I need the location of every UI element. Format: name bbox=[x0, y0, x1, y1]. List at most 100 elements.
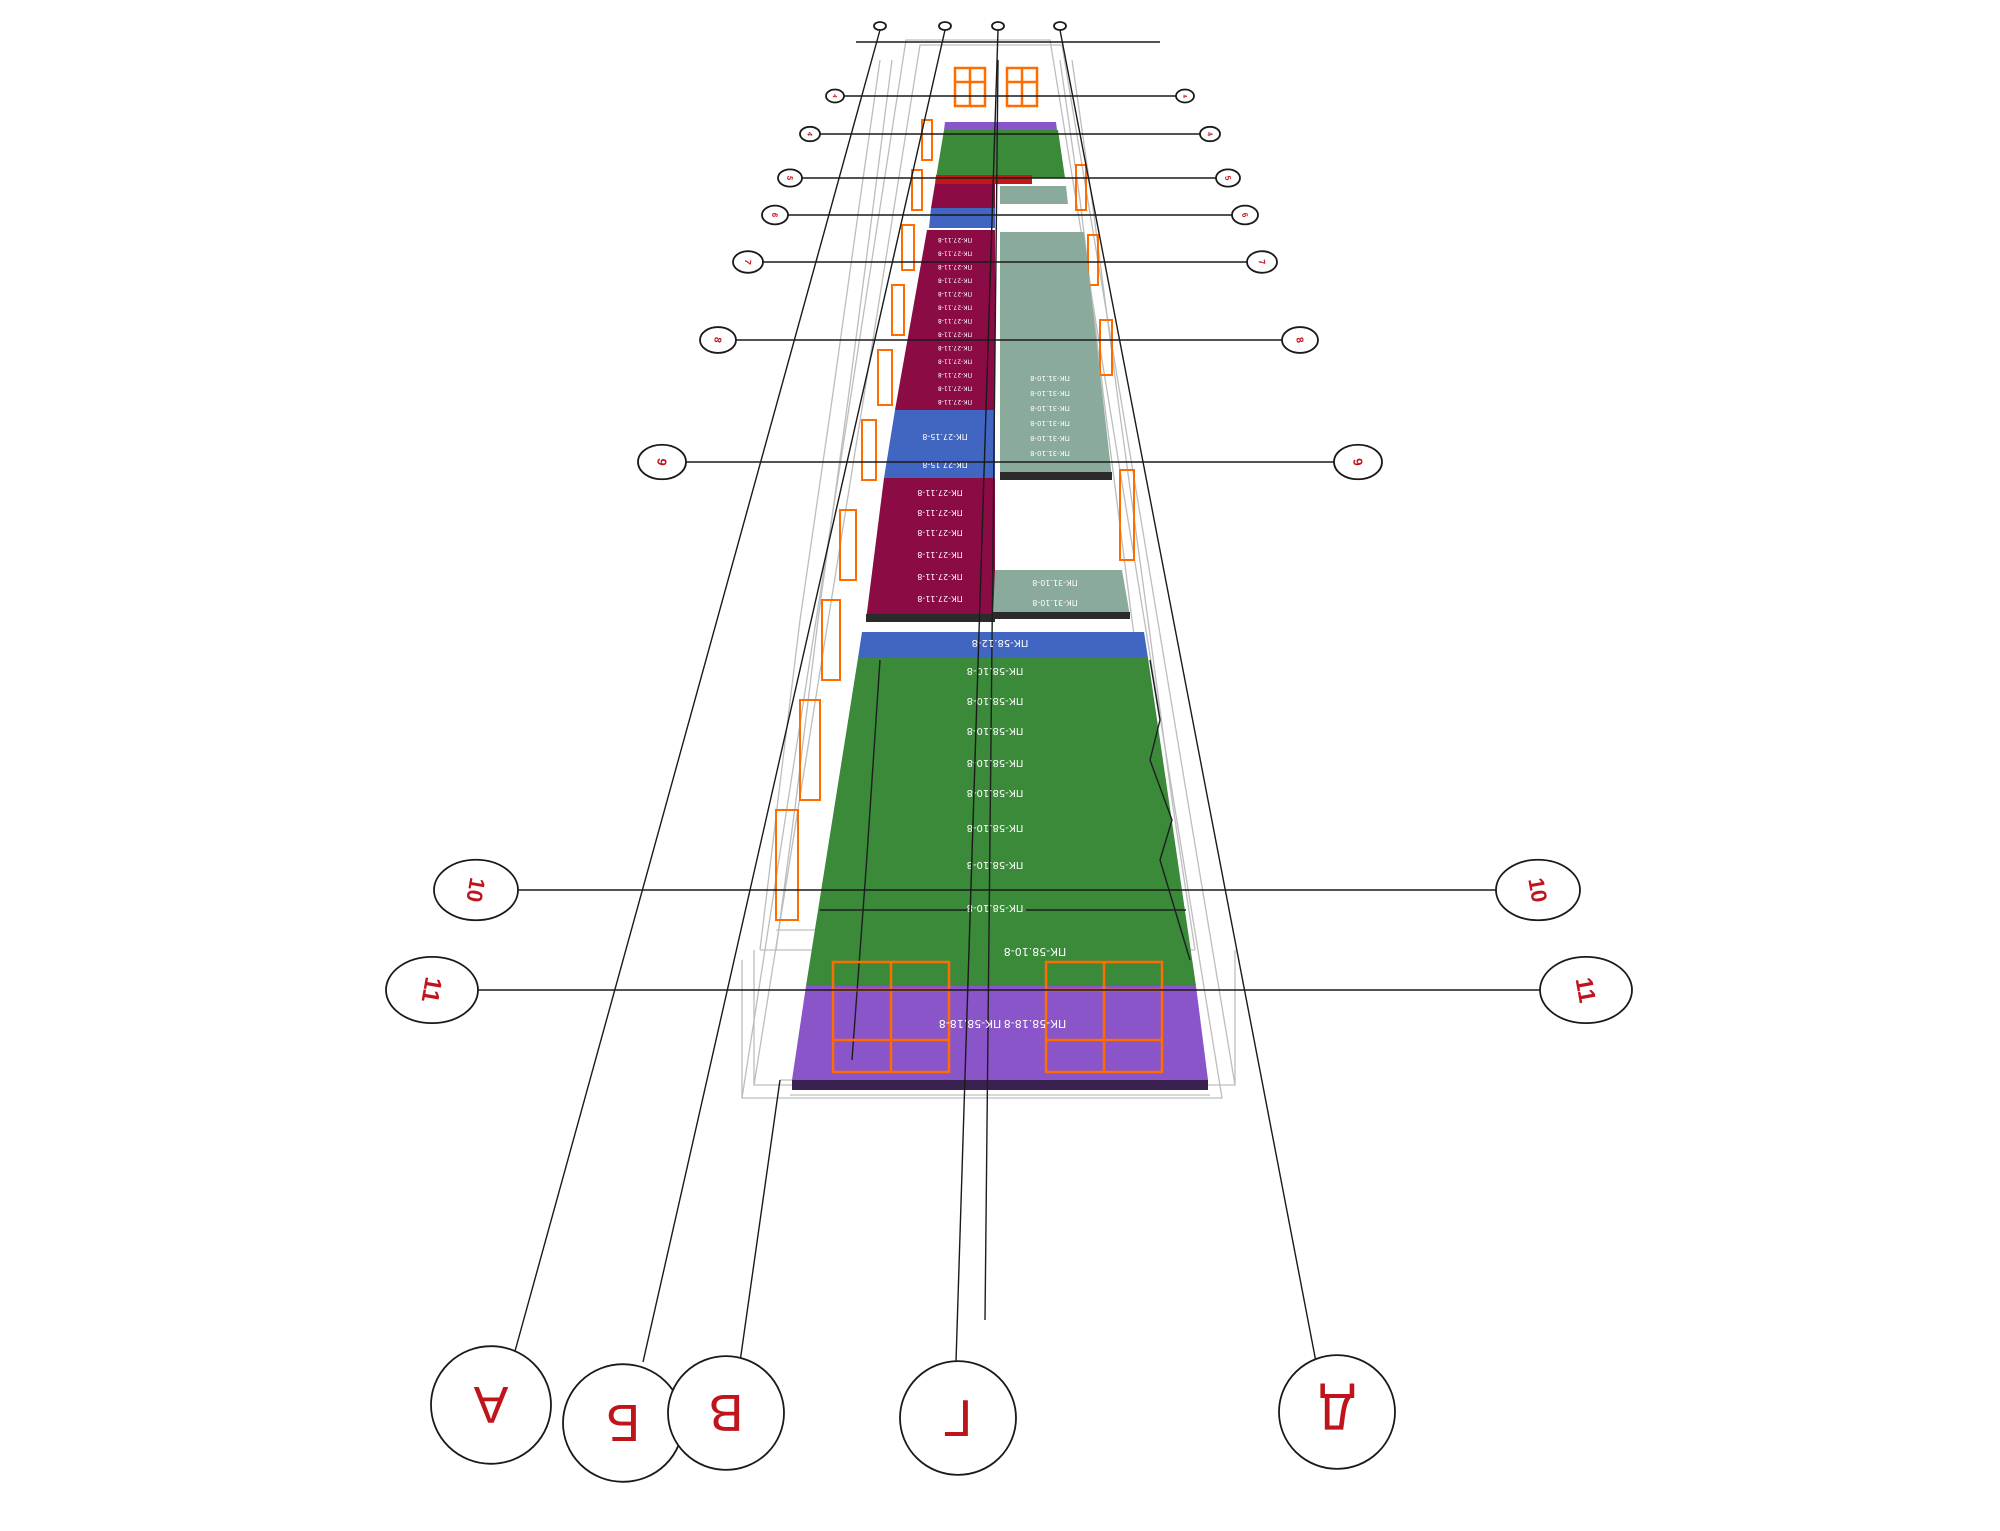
slab-label-maroon-upper: ПК-27.11-8 bbox=[938, 250, 972, 257]
slab-top-green bbox=[936, 130, 1065, 178]
slab-label-green: ПК-58.10-8 bbox=[967, 725, 1024, 736]
slab-bottom-green bbox=[806, 658, 1196, 986]
slab-label-green: ПК-58.10-8 bbox=[967, 902, 1024, 913]
svg-text:4: 4 bbox=[805, 131, 813, 136]
slab-label-maroon-lower: ПК-27.11-8 bbox=[917, 550, 962, 559]
slab-label-maroon-upper: ПК-27.11-8 bbox=[938, 290, 972, 297]
slab-label-maroon-upper: ПК-27.11-8 bbox=[938, 371, 972, 378]
right-wall-windows bbox=[1075, 164, 1135, 561]
slab-maroon-lower bbox=[866, 478, 995, 620]
slab-sage-upper bbox=[1000, 232, 1112, 478]
slab-top-blue bbox=[929, 208, 995, 228]
slab-labels: ПК-58.12-8ПК-58.10-8ПК-58.10-8ПК-58.10-8… bbox=[917, 236, 1077, 1030]
axis-bubble-row-right: 5 bbox=[1215, 168, 1241, 188]
axis-bubble-row-left: 11 bbox=[385, 955, 479, 1025]
slab-label-green: ПК-58.10-8 bbox=[967, 665, 1024, 676]
axis-bubble-row-left: 6 bbox=[761, 204, 789, 226]
slab-label-green: ПК-58.10-8 bbox=[967, 859, 1024, 870]
slab-label-blue-mid: ПК-27.15-8 bbox=[922, 460, 967, 469]
slab-label-sage-upper: ПК-31.10-8 bbox=[1030, 449, 1070, 457]
slab-top-red bbox=[935, 175, 1032, 184]
slab-label-purple-right: ПК-58.18-8 bbox=[1004, 1017, 1067, 1030]
axis-bubble-row-left: 9 bbox=[637, 443, 687, 481]
grid-lines bbox=[432, 29, 1586, 1363]
svg-text:11: 11 bbox=[1570, 975, 1601, 1005]
svg-text:7: 7 bbox=[1256, 259, 1267, 266]
slab-label-maroon-upper: ПК-27.11-8 bbox=[938, 398, 972, 405]
axis-bubble-column: В bbox=[667, 1355, 785, 1471]
axis-bubble-row-left: 4 bbox=[825, 88, 845, 104]
axis-bubble-row-right: 10 bbox=[1495, 858, 1581, 922]
slab-label-maroon-upper: ПК-27.11-8 bbox=[938, 344, 972, 351]
axis-bubble-top bbox=[873, 21, 887, 31]
svg-text:9: 9 bbox=[1350, 457, 1366, 467]
axis-bubble-top bbox=[938, 21, 952, 31]
slab-edge-lines bbox=[820, 59, 1191, 1321]
axis-bubble-row-left: 4 bbox=[799, 125, 821, 143]
axis-bubble-row-right: 7 bbox=[1246, 250, 1278, 274]
slab-label-maroon-upper: ПК-27.11-8 bbox=[938, 317, 972, 324]
svg-text:8: 8 bbox=[1293, 336, 1305, 344]
slab-label-maroon-lower: ПК-27.11-8 bbox=[917, 572, 962, 581]
slab-label-bottom-blue: ПК-58.12-8 bbox=[972, 637, 1029, 648]
svg-text:6: 6 bbox=[770, 212, 780, 218]
slab-label-green-right: ПК-58.10-8 bbox=[1004, 945, 1067, 958]
floor-slabs bbox=[792, 122, 1208, 1090]
slab-label-sage-upper: ПК-31.10-8 bbox=[1030, 434, 1070, 442]
svg-text:7: 7 bbox=[742, 259, 753, 266]
axis-bubble-column: А bbox=[430, 1345, 552, 1465]
svg-text:5: 5 bbox=[1223, 175, 1233, 181]
slab-label-maroon-upper: ПК-27.11-8 bbox=[938, 277, 972, 284]
slab-label-maroon-upper: ПК-27.11-8 bbox=[938, 263, 972, 270]
slab-blue-mid bbox=[884, 410, 995, 478]
axis-bubble-row-right: 4 bbox=[1199, 125, 1221, 143]
slab-top-purple bbox=[944, 122, 1057, 130]
slab-label-maroon-upper: ПК-27.11-8 bbox=[938, 385, 972, 392]
svg-text:А: А bbox=[473, 1375, 508, 1433]
slab-label-green: ПК-58.10-8 bbox=[967, 787, 1024, 798]
slab-label-sage-upper: ПК-31.10-8 bbox=[1030, 389, 1070, 397]
slab-label-sage-upper: ПК-31.10-8 bbox=[1030, 404, 1070, 412]
slab-top-maroon bbox=[931, 184, 995, 208]
axis-bubble-row-left: 7 bbox=[732, 250, 764, 274]
axis-bubble-row-left: 8 bbox=[699, 326, 737, 354]
svg-text:Б: Б bbox=[606, 1393, 640, 1451]
slab-label-sage-lower: ПК-31.10-8 bbox=[1032, 598, 1077, 607]
svg-text:В: В bbox=[709, 1383, 744, 1441]
axis-bubble-column: Д bbox=[1278, 1354, 1396, 1470]
top-end-windows bbox=[953, 66, 1039, 108]
axis-bubble-column: Б bbox=[562, 1363, 684, 1483]
slab-label-maroon-upper: ПК-27.11-8 bbox=[938, 331, 972, 338]
axis-bubble-top bbox=[1053, 21, 1067, 31]
axis-bubble-row-right: 4 bbox=[1175, 88, 1195, 104]
slab-bottom-blue bbox=[858, 632, 1148, 658]
svg-text:11: 11 bbox=[416, 975, 447, 1005]
slab-label-sage-upper: ПК-31.10-8 bbox=[1030, 374, 1070, 382]
slab-label-purple-left: ПК-58.18-8 bbox=[939, 1017, 1002, 1030]
axis-bubble-row-right: 6 bbox=[1231, 204, 1259, 226]
svg-text:9: 9 bbox=[654, 457, 670, 467]
axis-bubble-row-right: 9 bbox=[1333, 443, 1383, 481]
slab-label-green: ПК-58.10-8 bbox=[967, 695, 1024, 706]
svg-text:5: 5 bbox=[785, 175, 795, 181]
svg-text:Д: Д bbox=[1319, 1382, 1354, 1440]
slab-label-maroon-lower: ПК-27.11-8 bbox=[917, 528, 962, 537]
slab-label-maroon-lower: ПК-27.11-8 bbox=[917, 508, 962, 517]
slab-label-maroon-upper: ПК-27.11-8 bbox=[938, 304, 972, 311]
slab-label-sage-upper: ПК-31.10-8 bbox=[1030, 419, 1070, 427]
svg-text:Г: Г bbox=[944, 1388, 972, 1446]
slab-label-green: ПК-58.10-8 bbox=[967, 757, 1024, 768]
svg-text:10: 10 bbox=[461, 876, 490, 904]
svg-text:10: 10 bbox=[1523, 876, 1552, 904]
axis-markers: 4 4 4 4 5 5 6 6 7 7 8 8 9 9 10 10 11 11А Б В Г Д bbox=[385, 21, 1633, 1483]
slab-label-maroon-lower: ПК-27.11-8 bbox=[917, 488, 962, 497]
axis-bubble-row-left: 10 bbox=[433, 858, 519, 922]
axis-bubble-row-left: 5 bbox=[777, 168, 803, 188]
axis-bubble-top bbox=[991, 21, 1005, 31]
svg-text:4: 4 bbox=[1181, 94, 1188, 99]
svg-text:6: 6 bbox=[1240, 212, 1250, 218]
slab-maroon-upper bbox=[895, 230, 995, 410]
slab-top-sage-small bbox=[1000, 186, 1068, 204]
